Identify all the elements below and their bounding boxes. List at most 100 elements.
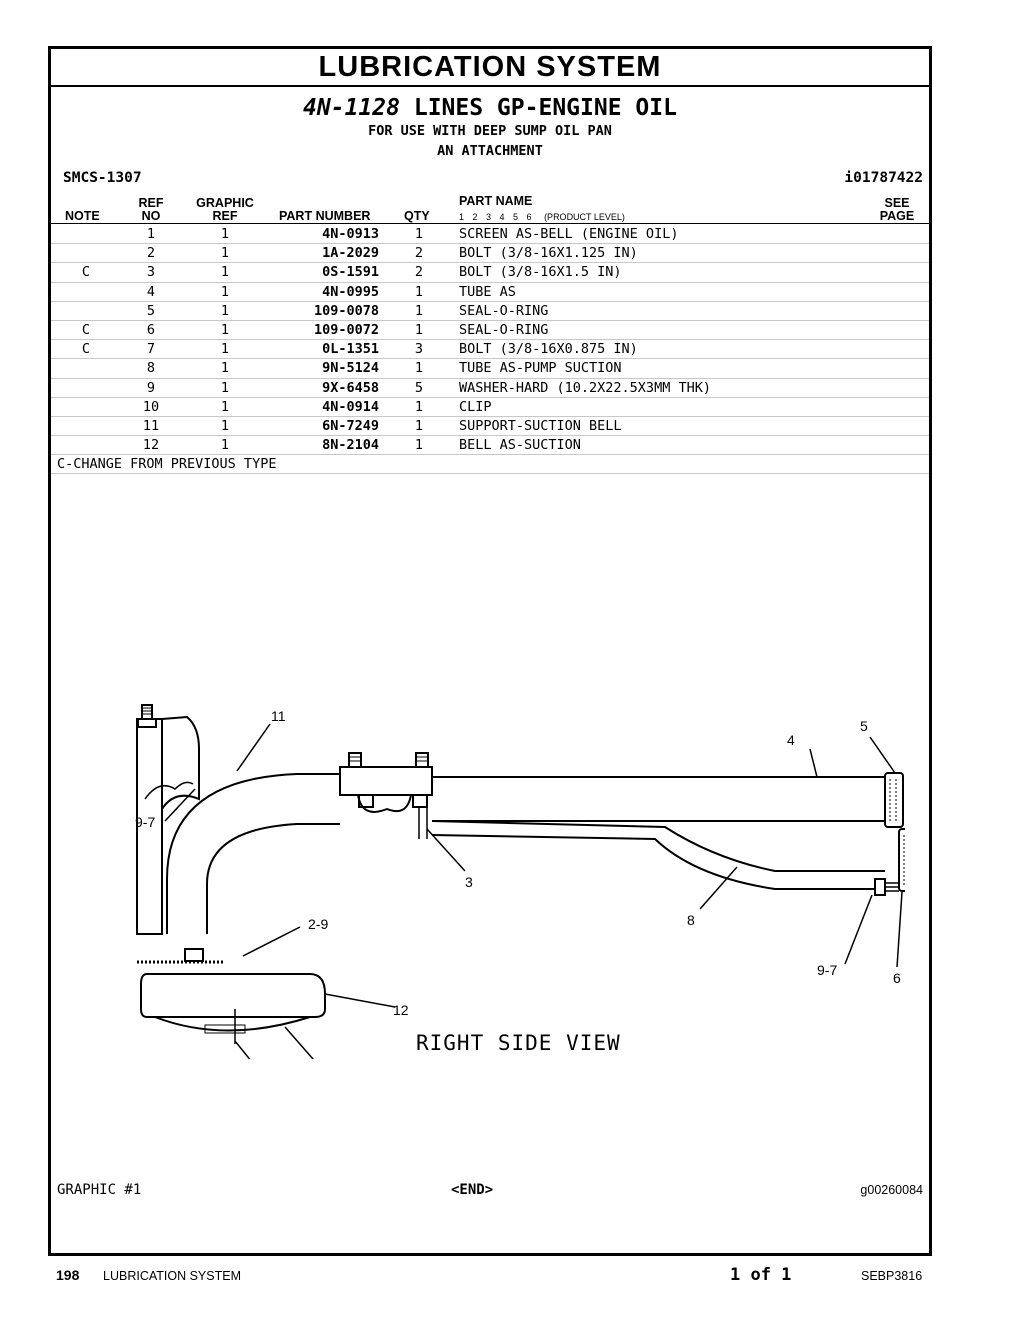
- cell-graphic: 1: [220, 302, 230, 319]
- header-rule: [51, 223, 929, 224]
- graphic-label: GRAPHIC #1: [57, 1182, 142, 1198]
- seal-o-ring-6: [874, 828, 905, 896]
- cell-ref: 11: [142, 417, 160, 434]
- suction-bell: [140, 973, 326, 1044]
- callout-9-7-left: 9-7: [135, 814, 155, 830]
- callout-12: 12: [393, 1002, 409, 1018]
- cell-part-name: TUBE AS-PUMP SUCTION: [459, 360, 622, 377]
- callout-6: 6: [893, 970, 901, 986]
- group-title: 4N-1128 LINES GP-ENGINE OIL: [51, 95, 929, 121]
- cell-graphic: 1: [220, 341, 230, 358]
- cell-qty: 1: [414, 283, 424, 300]
- cell-part-name: SEAL-O-RING: [459, 321, 549, 338]
- cell-ref: 5: [146, 302, 156, 319]
- cell-part-name: SCREEN AS-BELL (ENGINE OIL): [459, 226, 679, 242]
- cell-part-number: 4N-0995: [322, 283, 379, 300]
- callout-9-7-right: 9-7: [817, 962, 837, 978]
- bracket-bolt: [137, 704, 157, 728]
- cell-part-name: SEAL-O-RING: [459, 302, 549, 319]
- cell-part-number: 1A-2029: [322, 245, 379, 262]
- header-ref-top: REF: [138, 196, 164, 210]
- cell-ref: 2: [146, 245, 156, 262]
- suction-elbow-tube: [166, 773, 340, 934]
- cell-ref: 8: [146, 360, 156, 377]
- header-graphic-bottom: REF: [212, 209, 238, 223]
- header-product-level: (PRODUCT LEVEL): [544, 212, 625, 222]
- table-row: 4 1 4N-0995 1 TUBE AS: [51, 283, 929, 302]
- header-part-name: PART NAME: [459, 194, 533, 208]
- bell-bolt: [137, 948, 225, 964]
- cell-qty: 1: [414, 437, 424, 454]
- cell-part-name: BOLT (3/8-16X1.5 IN): [459, 264, 622, 281]
- cell-graphic: 1: [220, 417, 230, 434]
- cell-part-number: 4N-0913: [322, 226, 379, 242]
- callout-4: 4: [787, 732, 795, 748]
- cell-part-name: WASHER-HARD (10.2X22.5X3MM THK): [459, 379, 711, 396]
- footer-page-number: 198: [56, 1267, 80, 1283]
- callout-3: 3: [465, 874, 473, 890]
- callout-11: 11: [271, 708, 286, 724]
- cell-ref: 7: [146, 341, 156, 358]
- cell-note: C: [81, 321, 91, 338]
- cell-ref: 4: [146, 283, 156, 300]
- leader-lines: [164, 723, 903, 1059]
- footer-page-of: 1 of 1: [730, 1265, 792, 1285]
- cell-graphic: 1: [220, 379, 230, 396]
- cell-note: C: [81, 341, 91, 358]
- footer-doc-id: SEBP3816: [861, 1269, 923, 1283]
- graphic-id: g00260084: [860, 1183, 923, 1197]
- callout-2-9: 2-9: [308, 916, 328, 932]
- callout-5: 5: [860, 718, 868, 734]
- cell-ref: 1: [146, 226, 156, 242]
- cell-part-name: BELL AS-SUCTION: [459, 437, 581, 454]
- header-note: NOTE: [65, 209, 100, 223]
- cell-graphic: 1: [220, 437, 230, 454]
- cell-qty: 1: [414, 360, 424, 377]
- header-qty: QTY: [404, 209, 430, 223]
- group-subtitle-1: FOR USE WITH DEEP SUMP OIL PAN: [368, 123, 612, 139]
- cell-ref: 9: [146, 379, 156, 396]
- page-frame: LUBRICATION SYSTEM 4N-1128 LINES GP-ENGI…: [48, 46, 932, 1256]
- cell-graphic: 1: [220, 245, 230, 262]
- cell-note: C: [81, 264, 91, 281]
- cell-graphic: 1: [220, 264, 230, 281]
- table-row: 8 1 9N-5124 1 TUBE AS-PUMP SUCTION: [51, 359, 929, 379]
- smcs-code: SMCS-1307: [63, 170, 142, 186]
- header-part-number: PART NUMBER: [279, 209, 371, 223]
- cell-part-number: 0S-1591: [322, 264, 379, 281]
- cell-part-number: 0L-1351: [322, 341, 379, 358]
- cell-qty: 3: [414, 341, 424, 358]
- callout-8: 8: [687, 912, 695, 928]
- cell-part-number: 109-0072: [313, 321, 379, 338]
- cell-part-number: 6N-7249: [322, 417, 379, 434]
- cell-qty: 2: [414, 245, 424, 262]
- footer-section: LUBRICATION SYSTEM: [103, 1269, 241, 1283]
- change-note-row: C-CHANGE FROM PREVIOUS TYPE: [51, 455, 929, 475]
- group-name: LINES GP-ENGINE OIL: [413, 95, 677, 121]
- cell-part-number: 9N-5124: [322, 360, 379, 377]
- cell-qty: 1: [414, 226, 424, 242]
- cell-ref: 10: [142, 398, 160, 415]
- cell-qty: 2: [414, 264, 424, 281]
- cell-graphic: 1: [220, 226, 230, 242]
- cell-graphic: 1: [220, 360, 230, 377]
- cell-graphic: 1: [220, 283, 230, 300]
- parts-illustration: 11 9-7 2-9 12 10 1 3 4 5 8 9-7 6: [135, 704, 905, 1059]
- illustration-id: i01787422: [844, 170, 923, 186]
- change-note: C-CHANGE FROM PREVIOUS TYPE: [57, 456, 277, 473]
- horizontal-tube: [432, 776, 885, 822]
- header-product-levels: 1 2 3 4 5 6 (PRODUCT LEVEL): [459, 212, 625, 222]
- cell-qty: 1: [414, 398, 424, 415]
- cell-part-name: TUBE AS: [459, 283, 516, 300]
- cell-qty: 1: [414, 321, 424, 338]
- group-number: 4N-1128: [303, 95, 400, 121]
- cell-qty: 5: [414, 379, 424, 396]
- table-row: 1 1 4N-0913 1 SCREEN AS-BELL (ENGINE OIL): [51, 225, 929, 245]
